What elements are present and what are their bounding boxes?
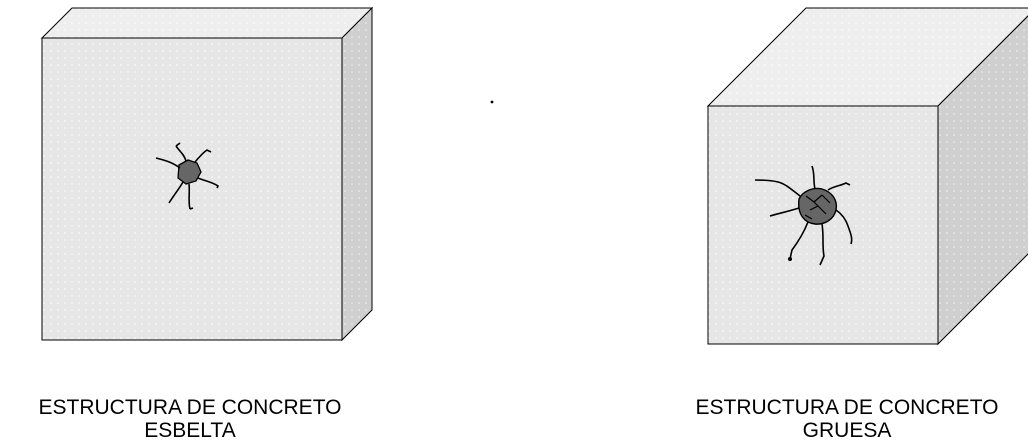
slender-block-side-face [341, 6, 373, 342]
slender-block-front-face [41, 37, 343, 341]
thick-caption-line2: GRUESA [802, 419, 892, 442]
slender-block-damage-icon [155, 142, 220, 210]
thick-block-damage-icon [754, 165, 853, 266]
thick-block-front-face [707, 105, 939, 345]
thick-concrete-block [706, 7, 1028, 346]
slender-concrete-block [40, 6, 374, 342]
stray-dot [490, 100, 494, 104]
thick-structure-caption: ESTRUCTURA DE CONCRETO GRUESA [637, 396, 1028, 442]
slender-caption-line1: ESTRUCTURA DE CONCRETO [38, 396, 342, 419]
slender-block-top-face [40, 7, 374, 39]
slender-structure-caption: ESTRUCTURA DE CONCRETO ESBELTA [0, 396, 400, 442]
thick-caption-line1: ESTRUCTURA DE CONCRETO [695, 396, 999, 419]
slender-caption-line2: ESBELTA [144, 419, 236, 442]
